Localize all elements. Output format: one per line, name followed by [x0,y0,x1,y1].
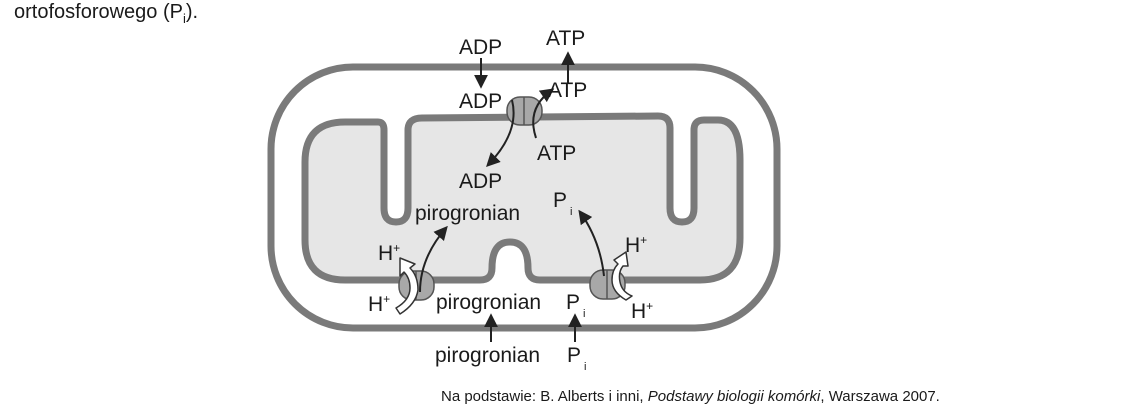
label-adp-matrix: ADP [459,170,502,193]
intro-text: ortofosforowego (Pi). [14,0,198,31]
label-pi-matrix-main: P [553,189,567,212]
intro-main: ortofosforowego (P [14,1,183,23]
citation-suffix: , Warszawa 2007. [820,388,940,405]
matrix [301,112,744,284]
label-pyruvate-matrix: pirogronian [415,202,520,225]
proton-arrow-left [395,257,419,315]
arrow-atp-channel [532,88,555,139]
arrow-adp-matrix [486,99,515,168]
label-atp-channel: ATP [548,79,587,102]
label-h-right-top: H+ [625,233,647,257]
label-pyruvate-outside: pirogronian [435,344,540,367]
label-atp-matrix: ATP [537,142,576,165]
label-atp-outside: ATP [546,27,585,50]
label-h-left-bottom-main: H [368,293,383,316]
proton-arrow-right [611,251,633,301]
arrow-pi-matrix [578,209,605,277]
label-h-right-bottom-main: H [631,300,646,323]
label-h-right-bottom-sup: + [646,299,653,313]
label-pi-outside-sub: i [584,361,586,373]
intro-tail: ). [185,1,199,23]
label-pi-outside-main: P [567,344,581,367]
intro-subscript: i [182,11,186,26]
label-h-left-top-sup: + [393,241,400,255]
source-citation: Na podstawie: B. Alberts i inni, Podstaw… [441,388,940,405]
label-adp-outside: ADP [459,36,502,59]
label-h-left-bottom: H+ [368,292,390,316]
label-h-right-top-sup: + [640,233,647,247]
label-pyruvate-membrane: pirogronian [436,291,541,314]
label-pi-membrane-sub: i [583,308,585,320]
arrow-pyruvate-matrix [419,225,448,293]
label-h-right-bottom: H+ [631,299,653,323]
label-h-right-top-main: H [625,234,640,257]
label-adp-channel: ADP [459,90,502,113]
label-h-left-top-main: H [378,242,393,265]
citation-prefix: Na podstawie: B. Alberts i inni, [441,388,648,405]
citation-title: Podstawy biologii komórki [647,388,821,405]
label-h-left-top: H+ [378,241,400,265]
label-pi-matrix-sub: i [570,206,572,218]
label-h-left-bottom-sup: + [383,292,390,306]
label-pi-membrane-main: P [566,291,580,314]
